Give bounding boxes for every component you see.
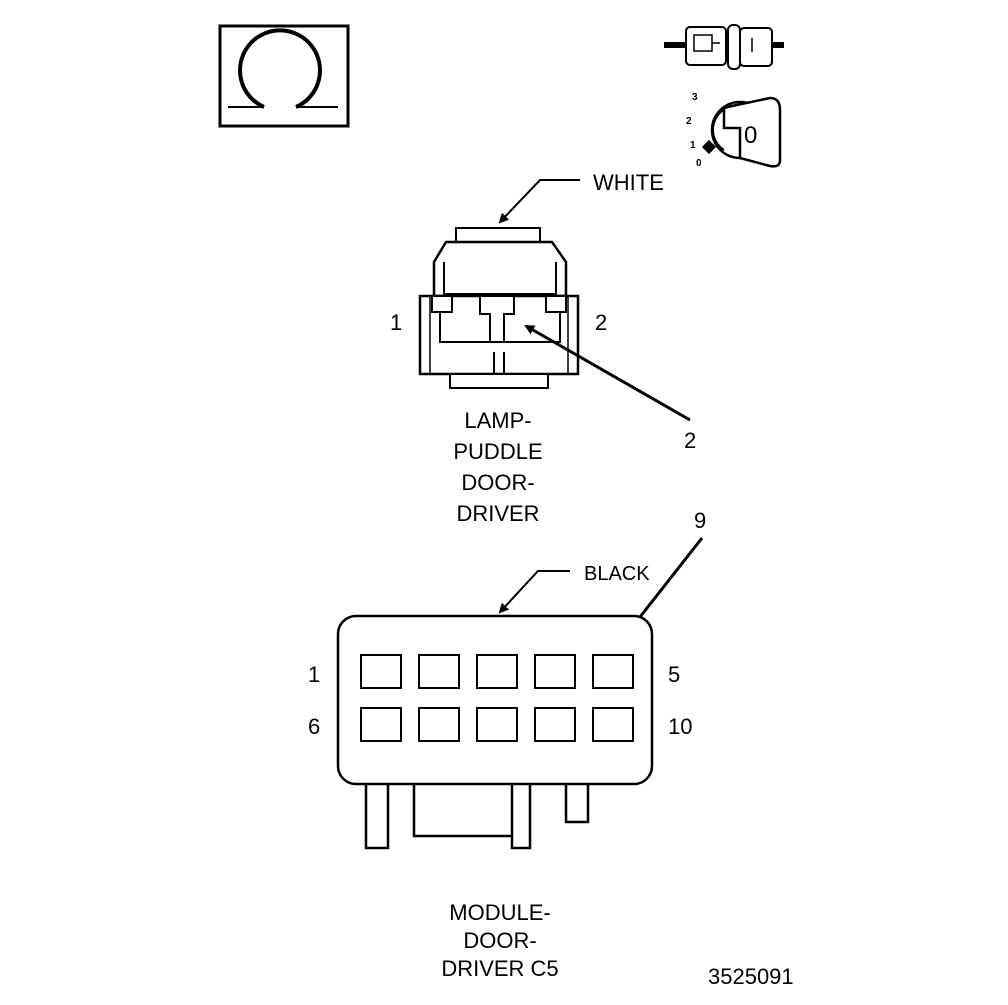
white-color-label: WHITE [593, 170, 664, 195]
pin-cavity-7 [418, 707, 460, 742]
pin-2-label: 2 [595, 310, 607, 335]
pin-cavity-3 [476, 654, 518, 689]
callout-pin-9: 9 [694, 508, 706, 533]
connector-name-line-1: MODULE- [449, 900, 550, 925]
pin-cavity-5 [592, 654, 634, 689]
pin-cavity-9 [534, 707, 576, 742]
pin-cavity-1 [360, 654, 402, 689]
ignition-position-0: 0 [696, 158, 702, 169]
figure-id: 3525091 [708, 964, 794, 989]
connector-name-line-2: PUDDLE [453, 439, 542, 464]
ignition-position-2: 2 [686, 116, 692, 127]
pin-cavity-4 [534, 654, 576, 689]
black-color-label: BLACK [584, 563, 650, 585]
pin-1-label: 1 [390, 310, 402, 335]
ignition-position-3: 3 [692, 92, 698, 103]
pin-10-label: 10 [668, 714, 692, 739]
resistance-omega-icon [218, 24, 350, 128]
pin-cavity-6 [360, 707, 402, 742]
connector-name-line-4: DRIVER [456, 501, 539, 526]
pin-grid [360, 654, 634, 742]
pin-6-label: 6 [308, 714, 320, 739]
pin-5-label: 5 [668, 662, 680, 687]
pin-1-label: 1 [308, 662, 320, 687]
connector-name-line-2: DOOR- [463, 928, 536, 953]
connector-name-line-3: DOOR- [461, 470, 534, 495]
callout-pin-2: 2 [684, 428, 696, 453]
connector-name-line-1: LAMP- [464, 408, 531, 433]
connector-disconnected-icon [664, 24, 784, 70]
pin-cavity-2 [418, 654, 460, 689]
lamp-puddle-connector: WHITE 1 2 2 LAMP- PUDDLE DOOR- DRIVER [390, 170, 696, 526]
ignition-position-1: 1 [690, 140, 696, 151]
ignition-key-icon: 3 2 1 0 0 [686, 92, 782, 169]
connector-name-line-3: DRIVER C5 [441, 956, 558, 981]
pin-cavity-8 [476, 707, 518, 742]
module-door-driver-connector: 9 BLACK 1 5 6 10 MODULE- DOOR- DRIVER C5 [308, 508, 706, 981]
ignition-key-label: 0 [744, 122, 757, 149]
pin-cavity-10 [592, 707, 634, 742]
